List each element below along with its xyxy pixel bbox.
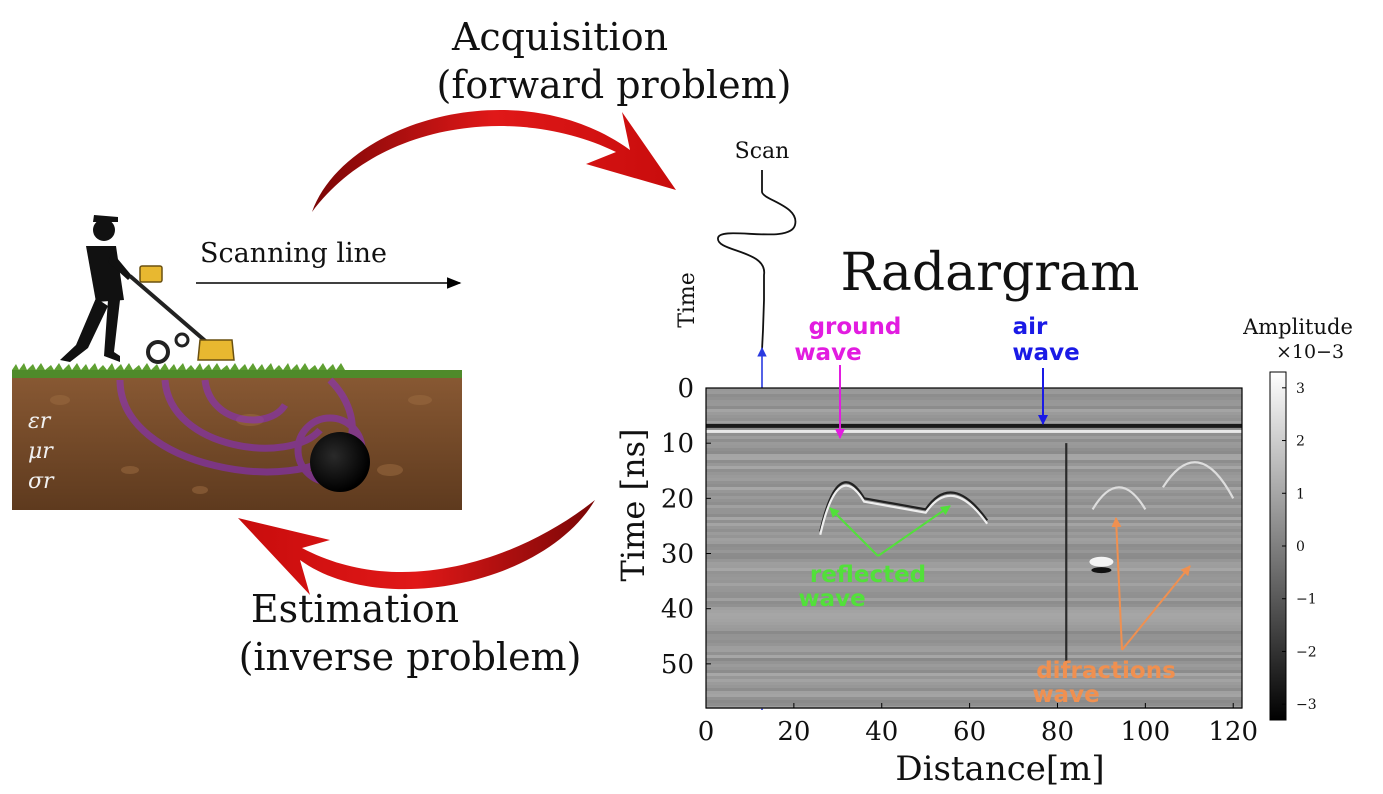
x-tick-label: 0 — [698, 717, 715, 747]
reflected-wave-label-line1: reflected — [810, 562, 926, 588]
y-tick-label: 30 — [661, 540, 694, 570]
colorbar: Amplitude ×10−3 3 2 1 0 −1 −2 −3 — [1242, 315, 1353, 721]
ground-wave-label-line2: wave — [794, 340, 861, 366]
acquisition-subtitle: (forward problem) — [437, 63, 792, 107]
colorbar-tick-label: 1 — [1296, 486, 1305, 502]
scan-trace-waveform — [717, 170, 797, 351]
reflected-wave-arrow-left-icon — [829, 507, 879, 557]
inverse-arrow-icon — [238, 500, 595, 595]
estimation-label: Estimation — [251, 587, 459, 631]
ground-wave-label-line1: ground — [809, 314, 902, 340]
scan-label: Scan — [735, 139, 790, 164]
diffractions-wave-annotation: difractions wave — [1032, 517, 1191, 708]
estimation-subtitle: (inverse problem) — [239, 635, 582, 679]
colorbar-title: Amplitude — [1242, 315, 1353, 339]
buried-object-icon — [310, 432, 370, 492]
conductivity-label: σr — [28, 469, 55, 494]
scanning-line-label: Scanning line — [200, 238, 387, 269]
soil-cross-section: εr μr σr — [12, 363, 462, 510]
forward-arrow-icon — [312, 110, 676, 212]
x-tick-label: 80 — [1041, 717, 1074, 747]
ground-wave-annotation: ground wave — [794, 314, 902, 439]
air-wave-label-line2: wave — [1012, 340, 1079, 366]
radargram-title: Radargram — [841, 243, 1140, 303]
y-tick-label: 0 — [677, 374, 694, 404]
colorbar-tick-label: 3 — [1296, 381, 1305, 397]
reflected-wave-annotation: reflected wave — [798, 505, 951, 612]
reflected-wave-arrow-right-icon — [877, 505, 951, 557]
y-tick-label: 10 — [661, 429, 694, 459]
diffractions-arrow-right-icon — [1121, 565, 1191, 651]
x-tick-label: 100 — [1121, 717, 1171, 747]
person-pushing-gpr-cart-icon — [60, 215, 132, 362]
reflected-wave-label-line2: wave — [798, 586, 865, 612]
acquisition-label: Acquisition — [451, 15, 668, 59]
x-tick-label: 40 — [865, 717, 898, 747]
x-tick-label: 60 — [953, 717, 986, 747]
x-tick-label: 120 — [1208, 717, 1258, 747]
air-wave-annotation: air wave — [1012, 314, 1080, 425]
colorbar-scale-label: ×10−3 — [1276, 341, 1344, 363]
y-tick-label: 40 — [661, 595, 694, 625]
y-tick-label: 50 — [661, 650, 694, 680]
permeability-label: μr — [28, 439, 54, 464]
colorbar-tick-label: −1 — [1296, 592, 1317, 608]
y-axis-title: Time [ns] — [614, 428, 652, 581]
diffractions-wave-label-line2: wave — [1032, 682, 1099, 708]
colorbar-tick-label: 0 — [1296, 539, 1305, 555]
permittivity-label: εr — [28, 409, 52, 434]
radargram-plot: 0 20 40 60 80 100 120 0 10 20 30 40 50 — [661, 374, 1258, 747]
colorbar-tick-label: −2 — [1296, 644, 1317, 660]
colorbar-tick-label: −3 — [1296, 697, 1317, 713]
y-tick-label: 20 — [661, 484, 694, 514]
x-tick-label: 20 — [777, 717, 810, 747]
air-wave-label-line1: air — [1013, 314, 1048, 340]
diffractions-arrow-left-icon — [1111, 517, 1123, 651]
x-axis-title: Distance[m] — [895, 749, 1104, 789]
trace-time-label: Time — [675, 272, 700, 328]
colorbar-tick-label: 2 — [1296, 434, 1305, 450]
diffractions-wave-label-line1: difractions — [1036, 658, 1176, 684]
ground-penetrating-radar-cart-icon — [128, 265, 235, 364]
